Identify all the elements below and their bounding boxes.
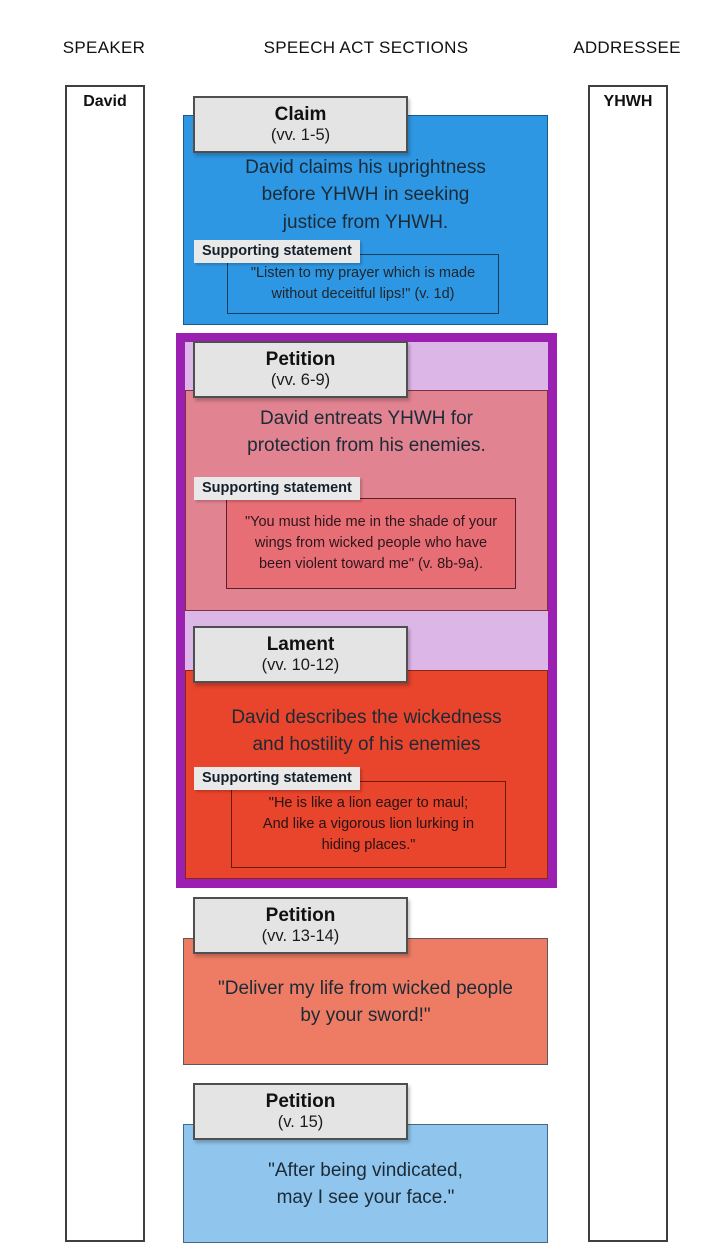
petition-6-9-header: Petition (vv. 6-9) [193, 341, 408, 398]
lament-quote: "He is like a lion eager to maul; And li… [231, 781, 506, 868]
petition-13-14-header: Petition (vv. 13-14) [193, 897, 408, 954]
petition-6-9-verses: (vv. 6-9) [270, 370, 331, 389]
claim-supporting-label: Supporting statement [194, 240, 360, 263]
claim-title: Claim [274, 103, 327, 125]
lament-supporting-label: Supporting statement [194, 767, 360, 790]
claim-header: Claim (vv. 1-5) [193, 96, 408, 153]
speaker-column-label: SPEAKER [62, 38, 146, 57]
lament-header: Lament (vv. 10-12) [193, 626, 408, 683]
lament-title: Lament [266, 633, 335, 655]
claim-verses: (vv. 1-5) [270, 125, 331, 144]
petition-6-9-title: Petition [265, 348, 336, 370]
petition-15-title: Petition [265, 1090, 336, 1112]
claim-quote: "Listen to my prayer which is made witho… [227, 254, 499, 314]
addressee-name: YHWH [603, 93, 653, 110]
petition-6-9-body: David entreats YHWH for protection from … [247, 408, 486, 457]
petition-13-14-block: "Deliver my life from wicked people by y… [183, 938, 548, 1065]
petition-15-block: "After being vindicated, may I see your … [183, 1124, 548, 1243]
petition-lament-group: Petition (vv. 6-9) David entreats YHWH f… [176, 333, 557, 888]
claim-body: David claims his uprightness before YHWH… [245, 157, 486, 233]
petition-15-verses: (v. 15) [277, 1112, 324, 1131]
lament-block: David describes the wickedness and hosti… [185, 670, 548, 879]
petition-6-9-block: David entreats YHWH for protection from … [185, 390, 548, 611]
petition-13-14-verses: (vv. 13-14) [261, 926, 340, 945]
lament-body: David describes the wickedness and hosti… [231, 707, 502, 756]
petition-15-header: Petition (v. 15) [193, 1083, 408, 1140]
addressee-lane: YHWH [588, 85, 668, 1242]
sections-column-label: SPEECH ACT SECTIONS [263, 38, 469, 57]
petition-6-9-supporting-label: Supporting statement [194, 477, 360, 500]
petition-6-9-quote: "You must hide me in the shade of your w… [226, 498, 516, 589]
petition-15-body: "After being vindicated, may I see your … [268, 1160, 463, 1209]
addressee-column-label: ADDRESSEE [573, 38, 681, 57]
speaker-name: David [83, 93, 127, 110]
lament-verses: (vv. 10-12) [261, 655, 340, 674]
petition-13-14-title: Petition [265, 904, 336, 926]
speaker-lane: David [65, 85, 145, 1242]
petition-13-14-body: "Deliver my life from wicked people by y… [217, 978, 513, 1027]
